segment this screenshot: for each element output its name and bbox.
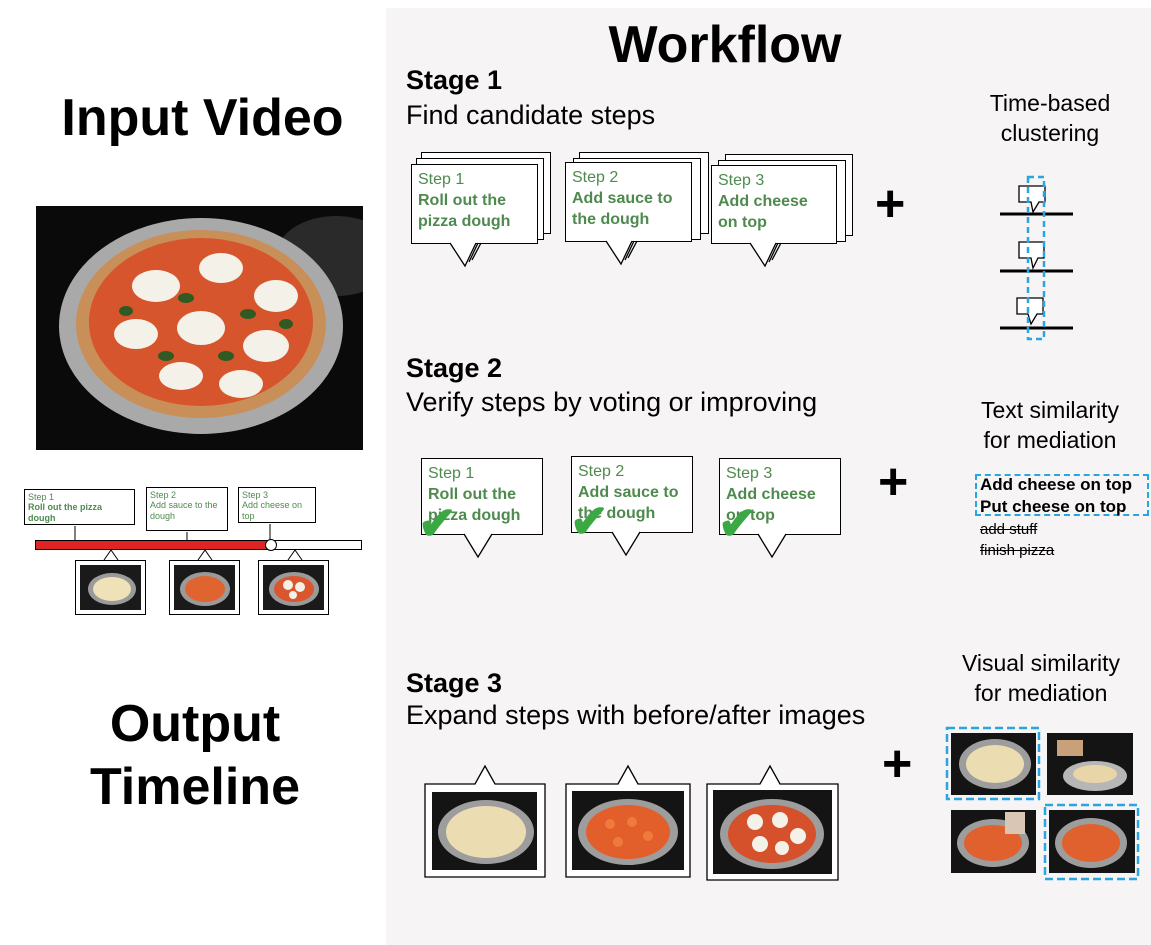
timeline-track[interactable] bbox=[35, 539, 362, 551]
stage3-mechanism-line-2: for mediation bbox=[974, 680, 1108, 707]
stage-3-subtitle: Expand steps with before/after images bbox=[406, 700, 866, 730]
stage2-step-1-num: Step 1 bbox=[428, 465, 475, 482]
stage-1-title: Stage 1 bbox=[406, 65, 503, 95]
stage2-step-2-num: Step 2 bbox=[578, 463, 625, 480]
stage2-card-2-tail bbox=[611, 531, 641, 557]
stage1-mechanism-title: Time-based clustering bbox=[960, 88, 1140, 149]
stage-2-subtitle: Verify steps by voting or improving bbox=[406, 387, 818, 417]
time-clustering-diagram bbox=[1000, 175, 1073, 341]
stage2-check-2-icon: ✔ bbox=[570, 495, 609, 547]
input-video-title: Input Video bbox=[61, 89, 344, 147]
stage3-plus: + bbox=[882, 735, 913, 793]
stage1-card-3-tail bbox=[749, 242, 782, 268]
text-candidates-highlight bbox=[975, 474, 1149, 516]
stage2-plus: + bbox=[878, 453, 909, 511]
stage1-mechanism-line-1: Time-based bbox=[989, 90, 1111, 116]
text-candidate-1: Add cheese on top bbox=[980, 475, 1133, 494]
timeline-step-2-text: Add sauce to the dough bbox=[150, 500, 218, 521]
output-title-line-1: Output bbox=[109, 695, 281, 753]
stage1-card-2[interactable]: Step 2 Add sauce to the dough bbox=[565, 162, 692, 242]
stage1-mechanism-line-2: clustering bbox=[1000, 120, 1100, 147]
stage2-check-1-icon: ✔ bbox=[418, 497, 457, 549]
timeline-step-1-text: Roll out the pizza dough bbox=[28, 502, 102, 523]
stage-2-title: Stage 2 bbox=[406, 353, 503, 383]
timeline-playhead[interactable] bbox=[265, 539, 277, 551]
stage2-card-3[interactable]: Step 3 Add cheese on top bbox=[719, 458, 841, 535]
stage1-plus: + bbox=[875, 175, 906, 233]
stage2-mechanism-title: Text similarity for mediation bbox=[960, 395, 1140, 456]
stage1-card-1[interactable]: Step 1 Roll out the pizza dough bbox=[411, 164, 538, 244]
stage1-step-2-num: Step 2 bbox=[572, 169, 619, 186]
stage2-card-1[interactable]: Step 1 Roll out the pizza dough bbox=[421, 458, 543, 535]
stage1-step-3-num: Step 3 bbox=[718, 172, 765, 189]
stage2-mechanism-line-2: for mediation bbox=[983, 427, 1117, 454]
timeline-thumb-1[interactable] bbox=[75, 560, 146, 615]
timeline-step-2-card[interactable]: Step 2 Add sauce to the dough bbox=[146, 487, 228, 531]
text-candidate-3: add stuff bbox=[980, 521, 1038, 538]
timeline-step-2-num: Step 2 bbox=[150, 490, 177, 500]
input-video-frame[interactable] bbox=[36, 206, 363, 450]
timeline-step-3-text: Add cheese on top bbox=[242, 500, 303, 521]
stage2-step-2-text: Add sauce to the dough bbox=[578, 483, 679, 522]
workflow-title: Workflow bbox=[608, 16, 842, 74]
stage2-check-3-icon: ✔ bbox=[718, 497, 757, 549]
timeline-thumb-3[interactable] bbox=[258, 560, 329, 615]
pizza-image bbox=[59, 216, 363, 434]
output-timeline-title: Output Timeline bbox=[20, 693, 370, 820]
stage-1-subtitle: Find candidate steps bbox=[406, 100, 656, 130]
stage2-card-1-tail bbox=[463, 533, 493, 559]
stage-3-title: Stage 3 bbox=[406, 668, 503, 698]
timeline-progress-fill bbox=[36, 541, 270, 549]
stage1-card-2-tail bbox=[605, 240, 638, 266]
timeline-step-1-num: Step 1 bbox=[28, 492, 55, 502]
timeline-step-3-card[interactable]: Step 3 Add cheese on top bbox=[238, 487, 316, 523]
timeline-step-3-num: Step 3 bbox=[242, 490, 269, 500]
stage2-step-3-text: Add cheese on top bbox=[726, 485, 816, 524]
stage3-mechanism-line-1: Visual similarity bbox=[961, 650, 1121, 676]
stage1-step-1-text: Roll out the pizza dough bbox=[418, 191, 511, 230]
stage1-step-2-text: Add sauce to the dough bbox=[572, 189, 673, 228]
timeline-connectors bbox=[74, 524, 303, 561]
stage2-step-3-num: Step 3 bbox=[726, 465, 773, 482]
stage2-step-1-text: Roll out the pizza dough bbox=[428, 485, 521, 524]
stage1-step-3-text: Add cheese on top bbox=[718, 192, 808, 231]
stage2-card-2[interactable]: Step 2 Add sauce to the dough bbox=[571, 456, 693, 533]
text-candidate-2: Put cheese on top bbox=[980, 497, 1127, 516]
stage2-card-3-tail bbox=[757, 533, 787, 559]
output-title-line-2: Timeline bbox=[89, 758, 300, 817]
stage3-image-cards bbox=[424, 764, 839, 881]
visual-similarity-diagram bbox=[945, 726, 1140, 881]
stage2-mechanism-line-1: Text similarity bbox=[980, 397, 1119, 423]
stage1-step-1-num: Step 1 bbox=[418, 171, 465, 188]
timeline-thumb-2[interactable] bbox=[169, 560, 240, 615]
stage1-card-1-tail bbox=[449, 242, 482, 268]
text-candidate-4: finish pizza bbox=[980, 542, 1055, 559]
timeline-step-1-card[interactable]: Step 1 Roll out the pizza dough bbox=[24, 489, 135, 525]
stage3-mechanism-title: Visual similarity for mediation bbox=[945, 648, 1137, 709]
stage1-card-3[interactable]: Step 3 Add cheese on top bbox=[711, 165, 837, 244]
